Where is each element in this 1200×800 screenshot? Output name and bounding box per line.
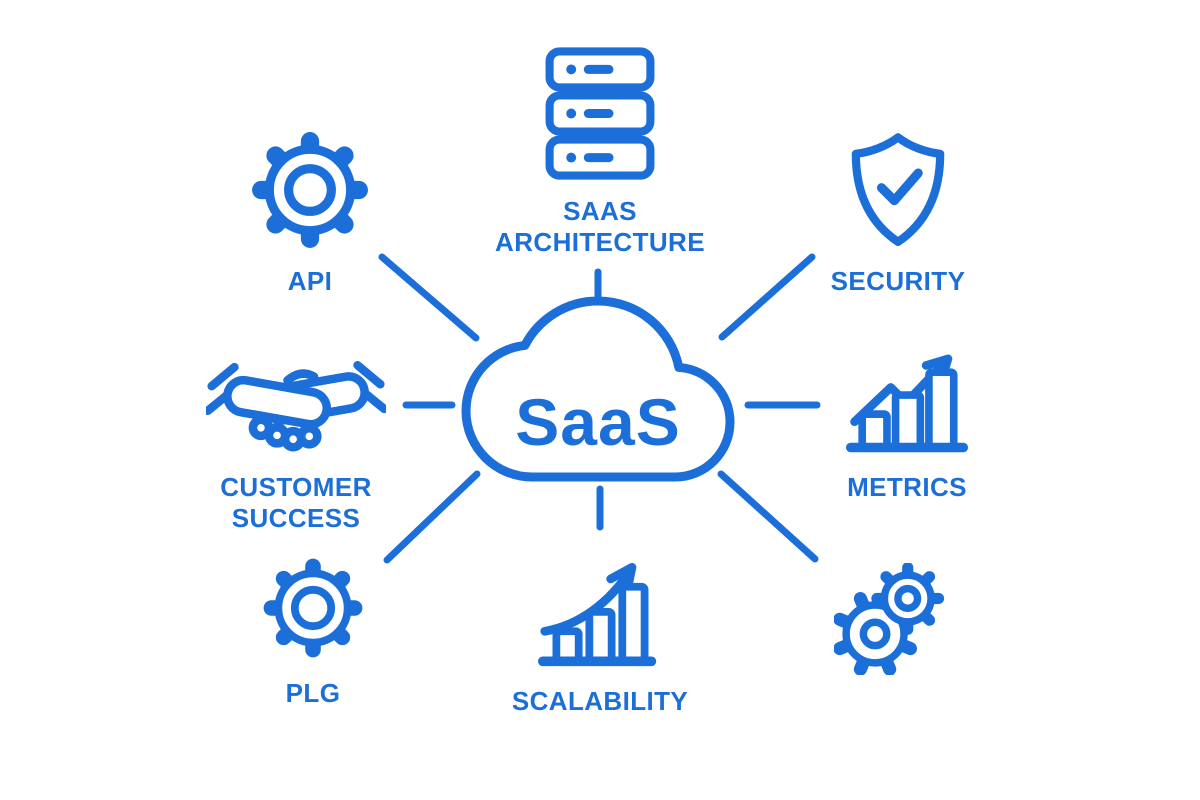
gear-icon [261,556,365,660]
connector-line-security [718,253,816,341]
handshake-icon [206,348,386,464]
node-label: SCALABILITY [511,686,689,716]
node-metrics: METRICS [767,334,1047,503]
node-customer-success: CUSTOMER SUCCESS [156,348,436,533]
node-label: PLG [285,678,341,708]
connector-line-api [378,253,480,342]
node-label: API [287,266,333,296]
bar-chart-arrow-icon [845,334,969,458]
growth-chart-icon [537,546,663,672]
node-label: SAAS ARCHITECTURE [495,196,705,257]
node-saas-architecture: SAAS ARCHITECTURE [460,46,740,257]
double-gear-icon [834,563,946,675]
connector-line-plg [383,470,481,564]
cloud-icon [461,296,735,482]
node-plg: PLG [173,556,453,709]
center-label: SaaS [515,385,681,459]
node-api: API [170,129,450,297]
server-stack-icon [537,46,663,181]
node-automation [750,563,1030,675]
node-label: SECURITY [830,266,966,296]
center-node-saas: SaaS [461,296,735,482]
shield-check-icon [843,130,953,251]
connector-line-automation [717,470,819,563]
node-scalability: SCALABILITY [460,546,740,717]
node-label: CUSTOMER SUCCESS [220,472,372,533]
node-security: SECURITY [758,130,1038,297]
node-label: METRICS [847,472,967,502]
gear-icon [249,129,371,251]
